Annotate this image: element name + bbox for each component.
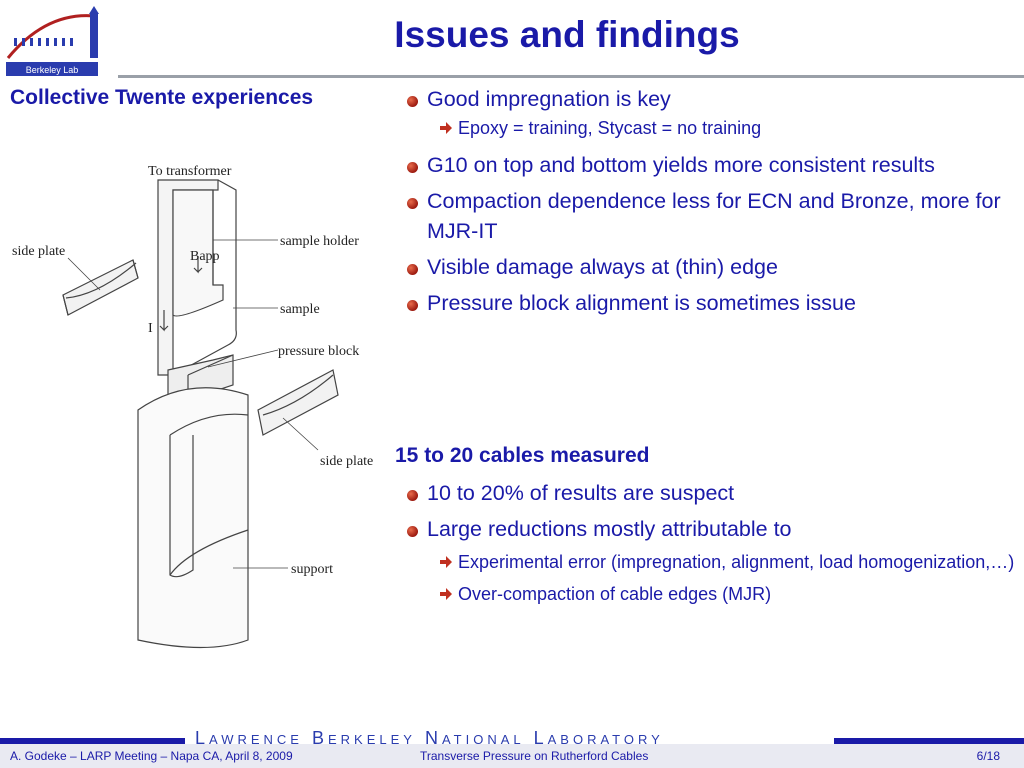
label-sample-holder: sample holder — [280, 234, 359, 249]
label-sample: sample — [280, 302, 320, 317]
page-title: Issues and findings — [394, 14, 740, 55]
footer-talk-title: Transverse Pressure on Rutherford Cables — [420, 749, 649, 763]
berkeley-lab-logo: Berkeley Lab — [6, 6, 99, 76]
label-side-plate-top: side plate — [12, 244, 65, 259]
arrow-bullet-icon — [440, 122, 452, 134]
list-item: 10 to 20% of results are suspect — [402, 478, 1017, 508]
list-item: Visible damage always at (thin) edge — [402, 252, 1017, 282]
sample-holder-diagram: To transformer side plate sample holder … — [12, 164, 373, 649]
list-item: Good impregnation is key — [402, 84, 1017, 114]
bullet-dot-icon — [407, 490, 418, 501]
arrow-bullet-icon — [440, 588, 452, 600]
banner-rule-left — [0, 738, 185, 744]
footer-bar: A. Godeke – LARP Meeting – Napa CA, Apri… — [0, 744, 1024, 768]
measurements-section-title: 15 to 20 cables measured — [395, 444, 650, 467]
bullet-dot-icon — [407, 96, 418, 107]
left-section-title: Collective Twente experiences — [10, 86, 314, 109]
label-side-plate-bottom: side plate — [320, 454, 373, 469]
bullet-dot-icon — [407, 526, 418, 537]
arrow-bullet-icon — [440, 556, 452, 568]
label-to-transformer: To transformer — [148, 164, 232, 179]
sub-list-item: Epoxy = training, Stycast = no training — [402, 114, 1017, 142]
title-divider — [118, 75, 1024, 78]
label-pressure-block: pressure block — [278, 344, 359, 359]
label-bapp: Bapp — [190, 249, 220, 264]
sub-list-item: Over-compaction of cable edges (MJR) — [402, 580, 1017, 608]
lab-banner: Lawrence Berkeley National Laboratory — [195, 728, 664, 748]
list-item: Pressure block alignment is sometimes is… — [402, 288, 1017, 318]
list-item: G10 on top and bottom yields more consis… — [402, 150, 1017, 180]
label-support: support — [291, 562, 333, 577]
bullet-dot-icon — [407, 264, 418, 275]
footer-page-number: 6/18 — [976, 749, 1000, 763]
banner-rule-right — [834, 738, 1024, 744]
measurements-list: 10 to 20% of results are suspect Large r… — [402, 478, 1017, 608]
bullet-dot-icon — [407, 198, 418, 209]
footer-author: A. Godeke – LARP Meeting – Napa CA, Apri… — [10, 749, 293, 763]
bullet-dot-icon — [407, 162, 418, 173]
sub-list-item: Experimental error (impregnation, alignm… — [402, 548, 1017, 576]
findings-list: Good impregnation is key Epoxy = trainin… — [402, 84, 1017, 318]
list-item: Compaction dependence less for ECN and B… — [402, 186, 1017, 246]
logo-text: Berkeley Lab — [26, 65, 79, 75]
bullet-dot-icon — [407, 300, 418, 311]
label-current: I — [148, 321, 153, 336]
list-item: Large reductions mostly attributable to — [402, 514, 1017, 544]
